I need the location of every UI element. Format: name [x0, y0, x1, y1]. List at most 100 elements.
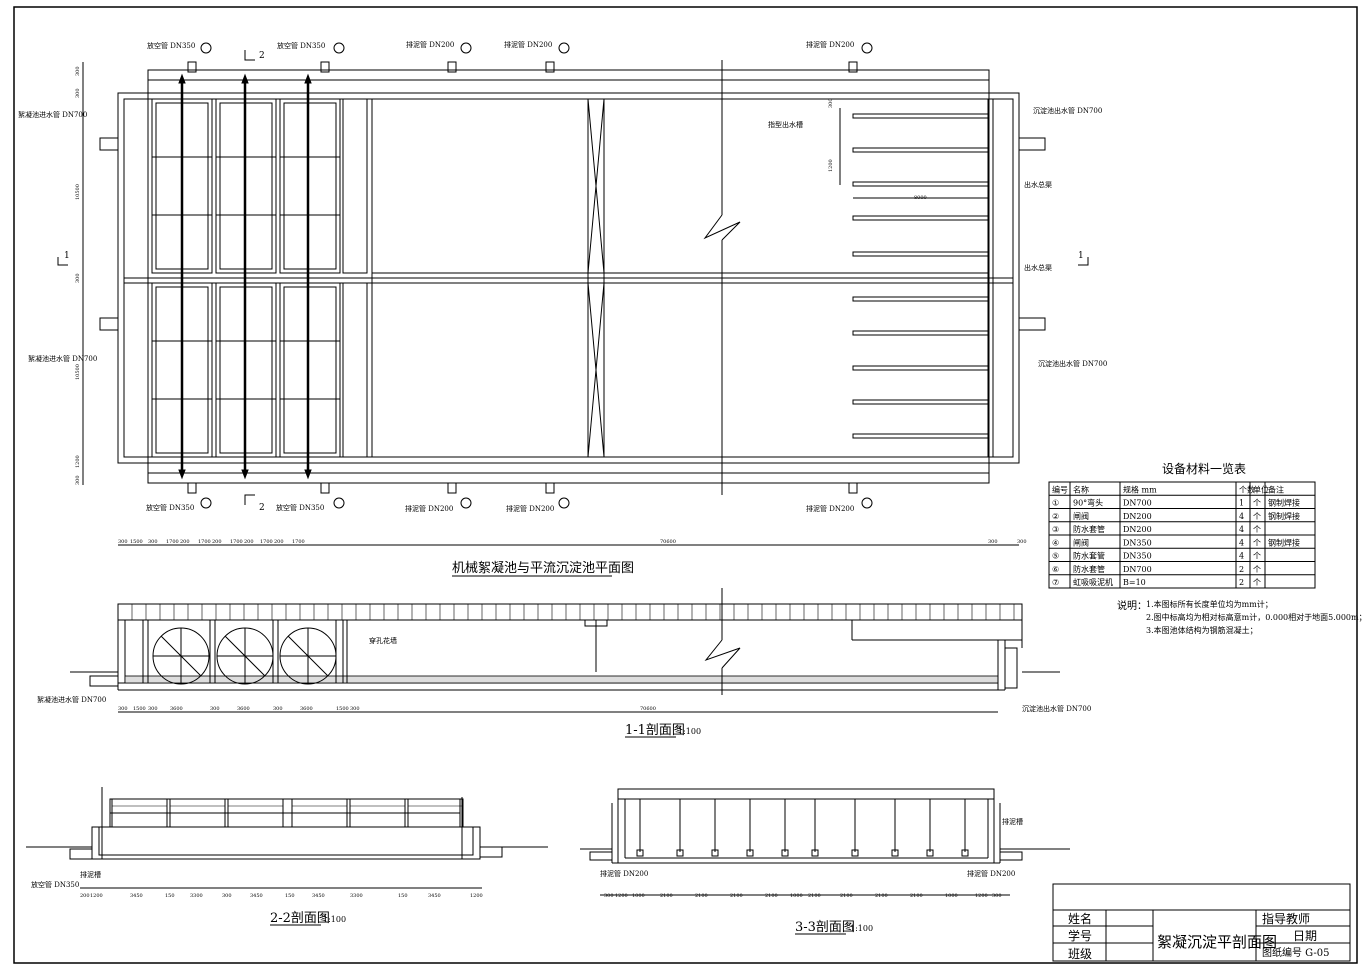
table-cell-4-3: 4 — [1239, 552, 1244, 561]
section-3-dim-9: 2100 — [840, 893, 853, 899]
plan-outlet-label-bottom: 沉淀池出水管 DN700 — [1038, 359, 1107, 368]
table-header-1: 名称 — [1073, 484, 1089, 494]
section-2-dim-6: 3450 — [250, 893, 263, 899]
notes: 说明： 1.本图标所有长度单位均为mm计； 2.图中标高均为相对标高意m计，0.… — [1117, 599, 1362, 635]
section-1-dim-7: 3600 — [300, 706, 313, 712]
finger-troughs — [852, 113, 989, 439]
note-line-1: 1.本图标所有长度单位均为mm计； — [1146, 599, 1273, 609]
plan-bottom-dim-2: 300 — [148, 539, 158, 545]
table-cell-0-0: ① — [1052, 499, 1059, 508]
section-3-dim-13: 1200 — [975, 893, 988, 899]
plan-bottom-dim-14: 300 — [1017, 539, 1027, 545]
section-3-title: 3-3剖面图 — [795, 920, 855, 935]
table-cell-1-5: 钢制焊接 — [1268, 511, 1300, 521]
section-3-label-trough: 排泥槽 — [1002, 817, 1023, 826]
title-block-date: 日期 — [1293, 929, 1317, 943]
table-cell-2-1: 防水套管 — [1073, 524, 1105, 534]
section-1-label-outlet: 沉淀池出水管 DN700 — [1022, 704, 1091, 713]
plan-bottom-dim-1: 1500 — [130, 539, 143, 545]
table-cell-1-4: 个 — [1253, 512, 1261, 521]
section-3-dim-1: 1200 — [615, 893, 628, 899]
section-3-label-drain-right: 排泥管 DN200 — [967, 869, 1015, 878]
table-cell-4-0: ⑤ — [1052, 552, 1059, 561]
section-3-3 — [580, 788, 1070, 896]
plan-title: 机械絮凝池与平流沉淀池平面图 — [452, 560, 634, 576]
table-cell-5-0: ⑥ — [1052, 565, 1059, 574]
table-cell-0-2: DN700 — [1123, 499, 1152, 508]
plan-pipe-label-bottom-3: 排泥管 DN200 — [405, 504, 453, 513]
plan-bottom-dim-12: 70600 — [660, 539, 676, 545]
plan-pipe-label-top-5: 排泥管 DN200 — [806, 40, 854, 49]
section-3-dim-6: 2100 — [765, 893, 778, 899]
section-2-label-drain: 放空管 DN350 — [31, 880, 79, 889]
plan-pipe-label-bottom-4: 排泥管 DN200 — [506, 504, 554, 513]
plan-finger-trough-label: 指型出水槽 — [768, 120, 803, 129]
plan-left-dim-2: 10500 — [75, 184, 81, 200]
plan-bottom-dim-11: 1700 — [292, 539, 305, 545]
plan-bottom-dim-9: 1700 — [260, 539, 273, 545]
plan-bottom-dim-4: 200 — [180, 539, 190, 545]
title-block-name: 姓名 — [1068, 911, 1092, 926]
section-1-dim-8: 1500 — [336, 706, 349, 712]
section-1-dim-10: 70600 — [640, 706, 656, 712]
plan-bottom-dim-3: 1700 — [166, 539, 179, 545]
plan-left-dim-5: 1200 — [75, 455, 81, 468]
plan-pipe-label-top-4: 排泥管 DN200 — [504, 40, 552, 49]
section-1-dim-9: 300 — [350, 706, 360, 712]
table-cell-1-0: ② — [1052, 512, 1059, 521]
table-header-0: 编号 — [1052, 484, 1068, 494]
plan-bottom-dim-13: 300 — [988, 539, 998, 545]
table-cell-0-4: 个 — [1253, 499, 1261, 508]
section-2-dim-5: 300 — [222, 893, 232, 899]
paddle-shafts — [178, 73, 312, 480]
plan-bottom-dim-6: 200 — [212, 539, 222, 545]
section-1-dim-2: 300 — [148, 706, 158, 712]
section-2-dim-8: 3450 — [312, 893, 325, 899]
plan-section-mark-2-top: 2 — [259, 51, 265, 61]
title-block-drawing-no: 图纸编号 G-05 — [1262, 946, 1329, 959]
plan-bottom-dim-8: 200 — [244, 539, 254, 545]
notes-label: 说明： — [1117, 599, 1147, 612]
table-title: 设备材料一览表 — [1162, 461, 1246, 476]
section-3-dim-14: 300 — [992, 893, 1002, 899]
section-3-dim-8: 2100 — [808, 893, 821, 899]
section-2-dim-2: 3450 — [130, 893, 143, 899]
note-line-2: 2.图中标高均为相对标高意m计，0.000相对于地面5.000m； — [1146, 612, 1362, 622]
note-line-3: 3.本图池体结构为钢筋混凝土； — [1146, 625, 1258, 635]
table-cell-3-0: ④ — [1052, 538, 1059, 547]
plan-bottom-dim-0: 300 — [118, 539, 128, 545]
section-3-label-drain-left: 排泥管 DN200 — [600, 869, 648, 878]
table-cell-1-2: DN200 — [1123, 512, 1152, 521]
plan-outlet-channel-label-1: 出水总渠 — [1024, 180, 1052, 189]
table-header-5: 备注 — [1268, 484, 1284, 494]
section-1-dim-3: 3600 — [170, 706, 183, 712]
table-cell-3-1: 闸阀 — [1073, 538, 1089, 547]
section-1-label-wall: 穿孔花墙 — [369, 636, 397, 645]
plan-bottom-dim-7: 1700 — [230, 539, 243, 545]
table-cell-5-2: DN700 — [1123, 565, 1152, 574]
plan-inlet-label-top: 絮凝池进水管 DN700 — [18, 110, 87, 119]
plan-pipe-label-top-1: 放空管 DN350 — [147, 41, 195, 50]
plan-pipe-label-bottom-1: 放空管 DN350 — [146, 503, 194, 512]
section-1-dim-1: 1500 — [133, 706, 146, 712]
title-block — [1052, 883, 1351, 962]
section-3-dim-11: 2100 — [910, 893, 923, 899]
title-block-class: 班级 — [1068, 947, 1092, 961]
plan-view — [57, 42, 1089, 546]
table-cell-4-2: DN350 — [1123, 552, 1152, 561]
title-block-student-id: 学号 — [1068, 928, 1092, 943]
plan-pipe-label-top-3: 排泥管 DN200 — [406, 40, 454, 49]
table-cell-4-4: 个 — [1253, 552, 1261, 561]
section-1-1 — [70, 588, 1060, 713]
section-2-dim-4: 3300 — [190, 893, 203, 899]
section-2-label-trough: 排泥槽 — [80, 870, 101, 879]
section-3-dim-4: 2100 — [695, 893, 708, 899]
section-2-dim-9: 3300 — [350, 893, 363, 899]
plan-left-dim-0: 300 — [75, 66, 81, 76]
plan-section-mark-2-bottom: 2 — [259, 503, 265, 513]
section-3-dim-7: 1000 — [790, 893, 803, 899]
section-3-dim-12: 1000 — [945, 893, 958, 899]
plan-outlet-label-top: 沉淀池出水管 DN700 — [1033, 106, 1102, 115]
